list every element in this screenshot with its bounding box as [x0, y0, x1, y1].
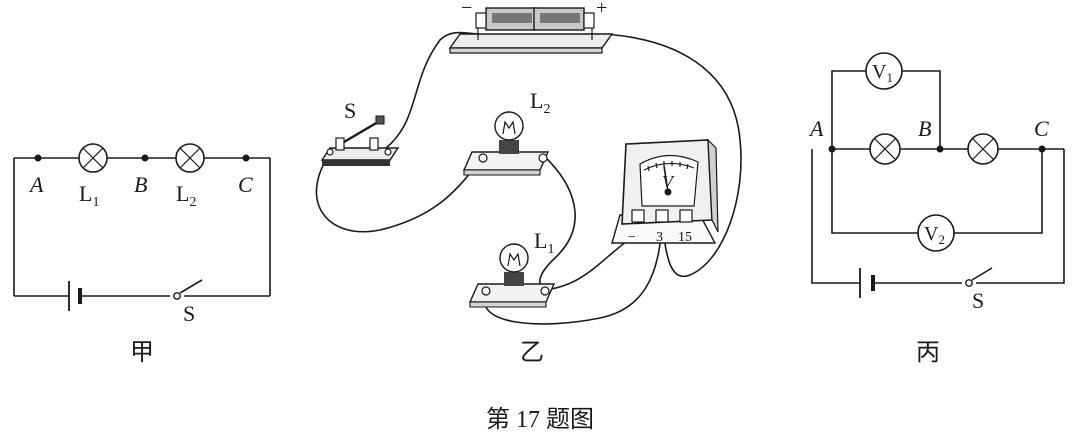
lamp-left-symbol — [869, 133, 901, 165]
wire-switch-to-battery — [385, 31, 479, 149]
caption-yi: 乙 — [520, 340, 544, 366]
battery-holder — [448, 7, 614, 54]
voltmeter — [611, 138, 719, 244]
battery-symbol — [859, 268, 875, 298]
voltmeter-terminal-15: 15 — [678, 230, 692, 245]
lamp-l1-label: L1 — [79, 181, 99, 210]
voltmeter-v1-symbol — [865, 52, 903, 90]
battery-symbol — [68, 281, 82, 311]
point-label-a: A — [28, 172, 44, 197]
wire-switch-to-lamp2 — [315, 159, 481, 233]
lamp-l1-bulb — [468, 243, 556, 308]
point-label-c: C — [1034, 116, 1049, 141]
circuit-yi: − + S L2 — [315, 0, 742, 366]
wire-lamp2-to-lamp1 — [539, 154, 576, 291]
switch-label: S — [183, 301, 195, 326]
voltmeter-v2-symbol — [917, 214, 955, 252]
junction-b — [936, 145, 944, 153]
junction-b — [141, 154, 149, 162]
voltmeter-v1-label: V1 — [872, 61, 893, 85]
junction-a — [828, 145, 836, 153]
wire-battery-to-voltmeter — [603, 33, 742, 278]
knife-switch — [320, 115, 400, 166]
point-label-b: B — [134, 172, 147, 197]
figure-caption: 第 17 题图 — [486, 406, 594, 433]
voltmeter-terminal-3: 3 — [656, 230, 663, 245]
junction-c — [1038, 145, 1046, 153]
lamp-l2-bulb — [462, 111, 550, 176]
voltmeter-face-label: V — [662, 172, 675, 192]
lamp-l1-label: L1 — [534, 228, 554, 257]
switch-label: S — [344, 98, 356, 123]
switch-symbol — [173, 279, 203, 300]
switch-label: S — [972, 288, 984, 313]
switch-symbol — [965, 267, 993, 287]
point-label-a: A — [808, 116, 824, 141]
caption-jia: 甲 — [130, 340, 154, 366]
voltmeter-terminal-neg: − — [628, 230, 636, 245]
caption-bing: 丙 — [916, 340, 940, 366]
battery-pos-label: + — [596, 0, 607, 19]
junction-a — [34, 154, 42, 162]
point-label-b: B — [918, 116, 931, 141]
battery-neg-label: − — [461, 0, 472, 19]
circuit-jia: A B C L1 L2 S 甲 — [13, 143, 271, 366]
lamp-l1-symbol — [78, 143, 108, 173]
wire-lamp1-to-voltmeter-3 — [483, 219, 663, 325]
lamp-l2-label: L2 — [176, 181, 196, 210]
point-label-c: C — [238, 172, 253, 197]
junction-c — [242, 154, 250, 162]
voltmeter-v2-label: V2 — [924, 223, 945, 247]
lamp-l2-symbol — [175, 143, 205, 173]
circuit-bing: V1 V2 A B C S 丙 — [808, 52, 1065, 366]
lamp-l2-label: L2 — [530, 88, 550, 117]
lamp-right-symbol — [967, 133, 999, 165]
